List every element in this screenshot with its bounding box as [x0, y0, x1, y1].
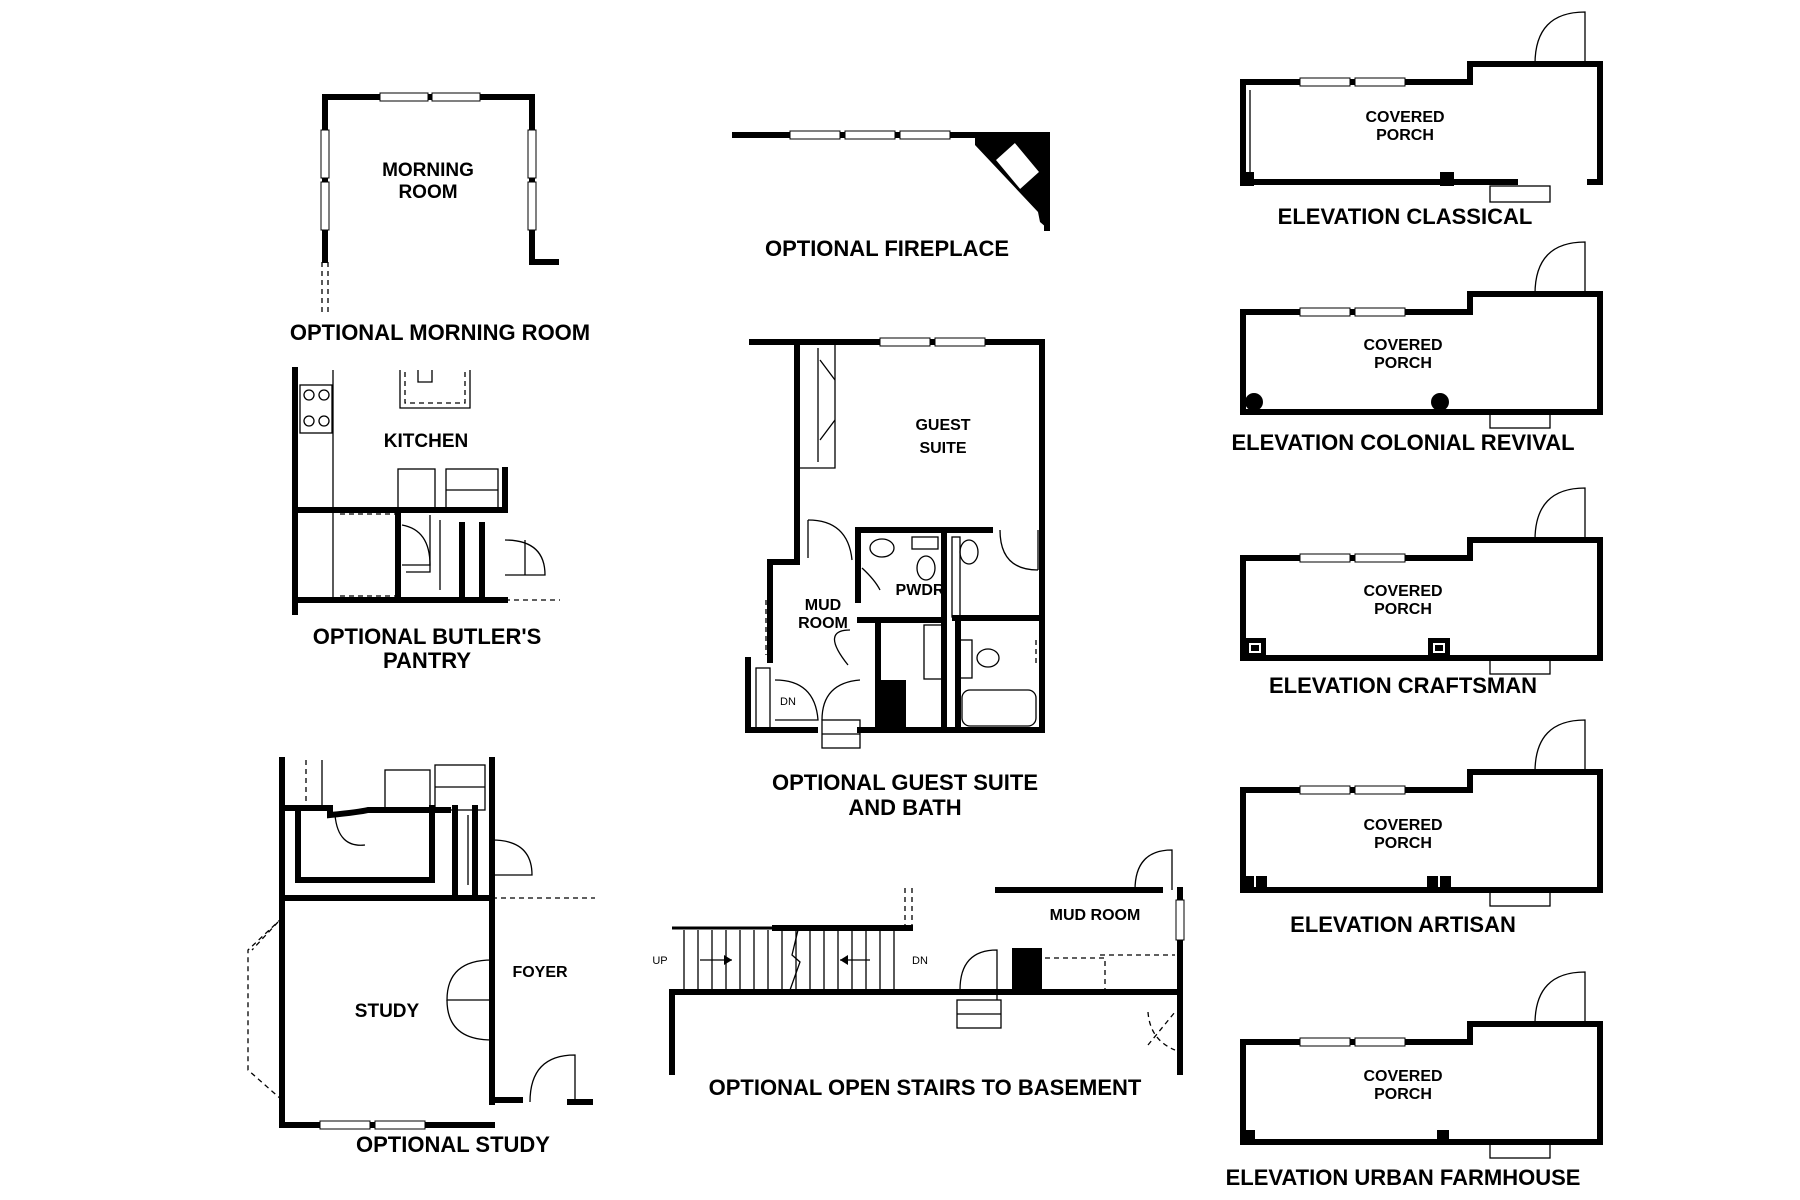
porch-label-1: COVERED [1363, 1068, 1442, 1085]
porch-label-1: COVERED [1365, 109, 1444, 126]
morning-room-label-2: ROOM [398, 182, 457, 203]
stairs-mud-room-label: MUD ROOM [1050, 907, 1141, 924]
morning-room-plan: MORNING ROOM OPTIONAL MORNING ROOM [290, 92, 590, 345]
guest-suite-plan: GUEST SUITE MUD ROOM PWDR DN OPTIONAL GU… [745, 337, 1045, 820]
porch-label-1: COVERED [1363, 337, 1442, 354]
porch-label-2: PORCH [1374, 835, 1432, 852]
guest-suite-caption-2: AND BATH [848, 795, 961, 820]
guest-suite-caption-1: OPTIONAL GUEST SUITE [772, 770, 1038, 795]
mud-room-label-2: ROOM [798, 615, 848, 632]
stairs-down-label: DN [912, 955, 928, 967]
stair-down-label: DN [780, 696, 796, 708]
fireplace-plan: OPTIONAL FIREPLACE [732, 130, 1050, 261]
powder-room-label: PWDR [896, 582, 945, 599]
elevation-colonial-revival: COVERED PORCH ELEVATION COLONIAL REVIVAL [1231, 241, 1603, 455]
kitchen-label: KITCHEN [384, 431, 468, 452]
guest-suite-label-1: GUEST [915, 417, 970, 434]
porch-label-1: COVERED [1363, 583, 1442, 600]
elevation-caption: ELEVATION COLONIAL REVIVAL [1231, 430, 1574, 455]
porch-label-2: PORCH [1374, 1086, 1432, 1103]
foyer-label: FOYER [512, 964, 568, 981]
elevation-caption: ELEVATION CRAFTSMAN [1269, 673, 1537, 698]
butlers-pantry-plan: KITCHEN OPTIONAL BUTLER'S PANTRY [292, 367, 560, 673]
elevation-caption: ELEVATION URBAN FARMHOUSE [1226, 1165, 1581, 1190]
elevation-urban-farmhouse: COVERED PORCH ELEVATION URBAN FARMHOUSE [1226, 971, 1603, 1190]
morning-room-caption: OPTIONAL MORNING ROOM [290, 320, 590, 345]
elevation-classical: COVERED PORCH ELEVATION CLASSICAL [1240, 11, 1603, 229]
elevation-craftsman: COVERED PORCH ELEVATION CRAFTSMAN [1240, 487, 1603, 698]
porch-label-2: PORCH [1376, 127, 1434, 144]
porch-label-2: PORCH [1374, 355, 1432, 372]
open-stairs-caption: OPTIONAL OPEN STAIRS TO BASEMENT [709, 1075, 1142, 1100]
porch-label-2: PORCH [1374, 601, 1432, 618]
porch-label-1: COVERED [1363, 817, 1442, 834]
guest-suite-label-2: SUITE [919, 440, 966, 457]
elevation-caption: ELEVATION CLASSICAL [1278, 204, 1533, 229]
mud-room-label-1: MUD [805, 597, 841, 614]
butlers-pantry-caption-2: PANTRY [383, 648, 471, 673]
butlers-pantry-caption-1: OPTIONAL BUTLER'S [313, 624, 542, 649]
study-label: STUDY [355, 1001, 420, 1022]
fireplace-caption: OPTIONAL FIREPLACE [765, 236, 1009, 261]
study-caption: OPTIONAL STUDY [356, 1132, 550, 1157]
elevation-caption: ELEVATION ARTISAN [1290, 912, 1516, 937]
open-stairs-plan: UP DN MUD ROOM OPTIONAL OPEN STAIRS TO B… [652, 849, 1185, 1100]
elevation-artisan: COVERED PORCH ELEVATION ARTISAN [1240, 719, 1603, 937]
study-plan: STUDY FOYER OPTIONAL STUDY [247, 757, 595, 1157]
stairs-up-label: UP [652, 955, 667, 967]
morning-room-label-1: MORNING [382, 160, 474, 181]
